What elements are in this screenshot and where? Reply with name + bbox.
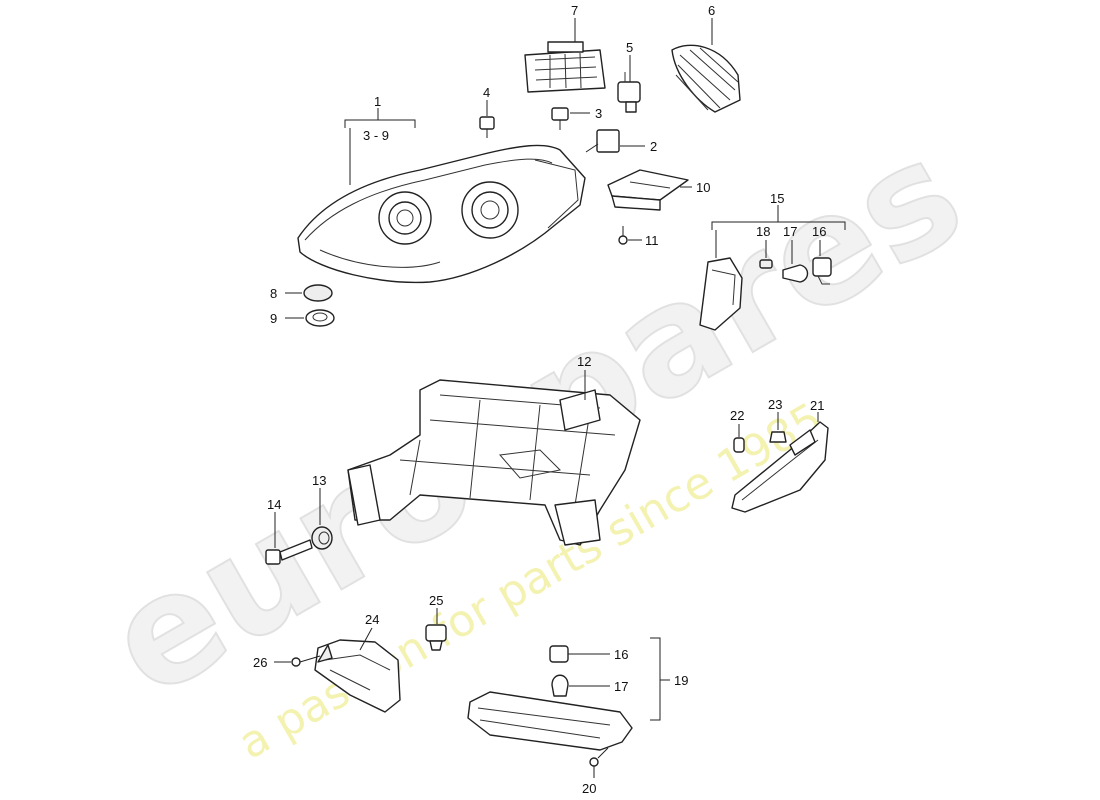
svg-text:7: 7 — [571, 3, 578, 18]
bulb-part-25[interactable] — [425, 624, 447, 651]
bulb-part-22[interactable] — [733, 437, 745, 453]
callout-13: 13 — [312, 473, 326, 525]
callout-14: 14 — [267, 497, 281, 548]
svg-text:17: 17 — [783, 224, 797, 239]
bolt-part-14[interactable] — [265, 539, 313, 565]
bulb-part-17-lower[interactable] — [551, 674, 610, 697]
svg-text:15: 15 — [770, 191, 784, 206]
svg-text:8: 8 — [270, 286, 277, 301]
callout-23: 23 — [768, 397, 782, 430]
svg-text:23: 23 — [768, 397, 782, 412]
bulb-socket-part-5[interactable] — [617, 72, 641, 113]
svg-text:16: 16 — [614, 647, 628, 662]
svg-text:26: 26 — [253, 655, 267, 670]
svg-text:20: 20 — [582, 781, 596, 796]
callout-number: 1 — [374, 94, 381, 109]
svg-text:11: 11 — [645, 233, 659, 248]
igniter-part-2[interactable] — [585, 129, 620, 153]
callout-9: 9 — [270, 311, 304, 326]
callout-range: 3 - 9 — [363, 128, 389, 143]
callout-8: 8 — [270, 286, 302, 301]
svg-text:10: 10 — [696, 180, 710, 195]
control-unit-part-10[interactable] — [607, 169, 689, 211]
callout-19: 19 — [650, 637, 688, 721]
headlight-cover-part-7[interactable] — [524, 41, 606, 93]
bulb-socket-part-16-lower[interactable] — [549, 645, 610, 663]
bulb-socket-part-23[interactable] — [769, 431, 787, 443]
fog-light-part-24[interactable] — [314, 639, 401, 713]
svg-text:25: 25 — [429, 593, 443, 608]
headlight-assembly[interactable] — [297, 144, 586, 284]
turn-signal-part-21[interactable] — [731, 421, 829, 513]
cap-part-9[interactable] — [305, 309, 335, 327]
svg-text:18: 18 — [756, 224, 770, 239]
grille-part-6[interactable] — [671, 44, 741, 113]
svg-text:3: 3 — [595, 106, 602, 121]
callout-17-lower: 17 — [614, 679, 628, 694]
callout-20: 20 — [582, 766, 596, 796]
callout-5: 5 — [626, 40, 633, 82]
callout-1: 1 3 - 9 — [344, 94, 416, 185]
callout-25: 25 — [429, 593, 443, 624]
callout-22: 22 — [730, 408, 744, 437]
headlight-bracket-part-12[interactable] — [347, 379, 641, 546]
svg-text:6: 6 — [708, 3, 715, 18]
svg-text:14: 14 — [267, 497, 281, 512]
svg-text:24: 24 — [365, 612, 379, 627]
svg-text:16: 16 — [812, 224, 826, 239]
callout-4: 4 — [483, 85, 490, 116]
cap-part-8[interactable] — [303, 284, 333, 302]
svg-text:13: 13 — [312, 473, 326, 488]
callout-16-upper: 16 — [812, 224, 826, 256]
svg-text:21: 21 — [810, 398, 824, 413]
svg-text:19: 19 — [674, 673, 688, 688]
callout-6: 6 — [708, 3, 715, 45]
callout-12: 12 — [577, 354, 591, 400]
screw-part-26[interactable] — [291, 655, 321, 667]
bulb-part-18[interactable] — [759, 259, 773, 269]
callout-16-lower: 16 — [614, 647, 628, 662]
bulb-part-3[interactable] — [551, 107, 569, 130]
callout-21: 21 — [810, 398, 824, 422]
callout-26: 26 — [253, 655, 291, 670]
bulb-part-4[interactable] — [479, 116, 495, 138]
callout-2: 2 — [620, 139, 657, 154]
callout-15: 15 — [711, 191, 846, 230]
daytime-light-part-19[interactable] — [467, 691, 633, 751]
svg-text:4: 4 — [483, 85, 490, 100]
callout-11: 11 — [628, 233, 659, 248]
callout-24: 24 — [359, 612, 379, 651]
callout-17-upper: 17 — [783, 224, 797, 264]
side-light-lens[interactable] — [699, 257, 743, 331]
svg-text:22: 22 — [730, 408, 744, 423]
callout-3: 3 — [570, 106, 602, 121]
svg-text:2: 2 — [650, 139, 657, 154]
svg-text:9: 9 — [270, 311, 277, 326]
grommet-part-13[interactable] — [311, 526, 333, 550]
screw-part-11[interactable] — [618, 226, 628, 245]
svg-text:17: 17 — [614, 679, 628, 694]
callout-7: 7 — [571, 3, 578, 42]
svg-text:12: 12 — [577, 354, 591, 369]
bulb-part-17-upper[interactable] — [782, 264, 809, 283]
bulb-socket-part-16-upper[interactable] — [812, 257, 832, 285]
screw-part-20[interactable] — [589, 747, 609, 767]
callout-18: 18 — [756, 224, 770, 258]
svg-text:5: 5 — [626, 40, 633, 55]
callout-10: 10 — [680, 180, 710, 195]
